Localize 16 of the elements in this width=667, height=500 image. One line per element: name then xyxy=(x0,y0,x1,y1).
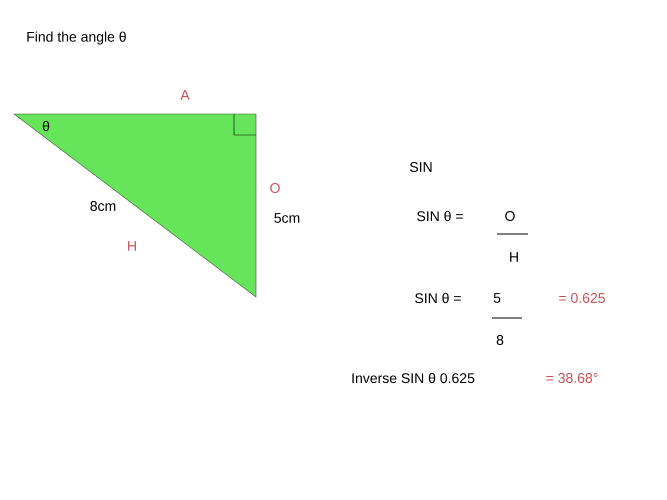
side-label: H xyxy=(128,241,136,251)
equation-text: H xyxy=(510,252,518,262)
side-label: 8cm xyxy=(90,201,116,211)
equation-text: 5 xyxy=(494,293,500,303)
side-label: 5cm xyxy=(274,213,300,223)
side-label: A xyxy=(180,90,190,100)
equation-text: 8 xyxy=(496,335,504,345)
equation-text: = 38.68° xyxy=(546,373,598,383)
equation-text: SIN xyxy=(410,162,432,172)
equation-text: = 0.625 xyxy=(559,293,605,303)
equation-text: SIN θ = xyxy=(417,210,463,222)
side-label: O xyxy=(270,183,280,193)
title: Find the angle θ xyxy=(27,31,126,45)
equation-text: O xyxy=(505,211,515,221)
equation-text: Inverse SIN θ 0.625 xyxy=(352,372,474,384)
equation-text: SIN θ = xyxy=(415,292,461,304)
